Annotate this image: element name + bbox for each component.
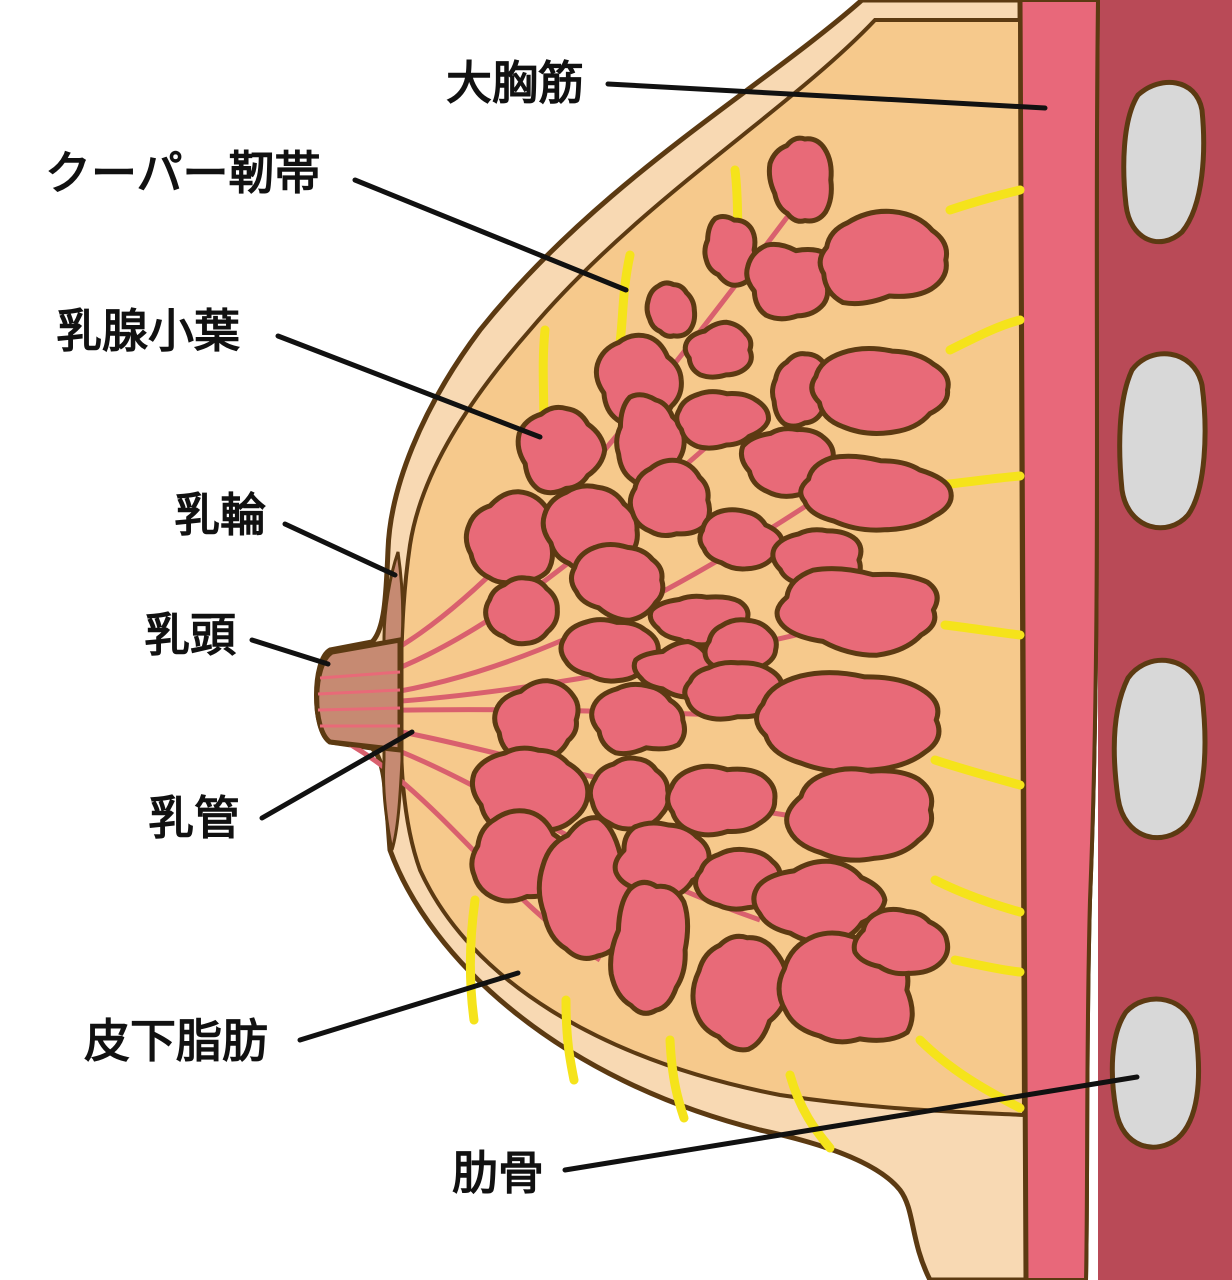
mammary-lobule-2	[702, 214, 759, 288]
label-subcutaneous-fat: 皮下脂肪	[84, 1014, 268, 1068]
mammary-lobule-17	[627, 457, 712, 539]
leader-lobule	[275, 333, 543, 440]
label-areola: 乳輪	[174, 488, 266, 542]
leader-coopers	[352, 177, 629, 293]
ribs	[1109, 79, 1208, 1150]
mammary-lobule-27	[492, 678, 581, 764]
mammary-lobule-34	[784, 766, 935, 863]
rib-2	[1117, 351, 1208, 531]
label-nipple: 乳頭	[144, 608, 236, 662]
leader-nipple	[249, 637, 331, 667]
label-coopers-ligament: クーパー靭帯	[45, 146, 321, 200]
mammary-lobule-41	[690, 933, 791, 1053]
mammary-lobule-33	[665, 763, 778, 838]
leader-fat	[297, 970, 521, 1043]
leader-rib	[562, 1074, 1140, 1173]
label-milk-duct: 乳管	[148, 791, 240, 845]
mammary-lobule-4	[744, 241, 832, 322]
label-rib: 肋骨	[452, 1146, 544, 1200]
mammary-lobule-12	[674, 389, 771, 451]
leader-duct	[259, 729, 415, 821]
mammary-lobule-43	[851, 906, 951, 977]
mammary-lobule-23	[774, 566, 940, 658]
mammary-lobule-3	[644, 280, 698, 339]
rib-1	[1121, 79, 1207, 245]
leader-pectoralis	[605, 81, 1048, 111]
mammary-lobule-18	[697, 507, 785, 572]
mammary-lobule-37	[612, 820, 712, 901]
mammary-lobule-5	[817, 208, 949, 307]
mammary-lobule-6	[682, 319, 754, 380]
mammary-lobule-1	[766, 135, 834, 224]
leader-areola	[282, 521, 398, 578]
mammary-lobule-30	[754, 670, 942, 775]
rib-4	[1109, 996, 1202, 1150]
mammary-lobule-40	[608, 879, 691, 1016]
label-pectoralis-major: 大胸筋	[446, 56, 584, 110]
mammary-lobule-20	[483, 575, 560, 647]
mammary-lobule-28	[589, 681, 687, 757]
mammary-lobule-14	[798, 453, 954, 533]
mammary-lobule-21	[569, 541, 666, 623]
mammary-lobules	[463, 135, 954, 1053]
rib-3	[1111, 657, 1208, 841]
mammary-lobule-9	[809, 346, 951, 436]
leader-lines	[249, 81, 1140, 1173]
label-mammary-lobule: 乳腺小葉	[56, 304, 240, 358]
nipple-shape	[314, 637, 403, 753]
